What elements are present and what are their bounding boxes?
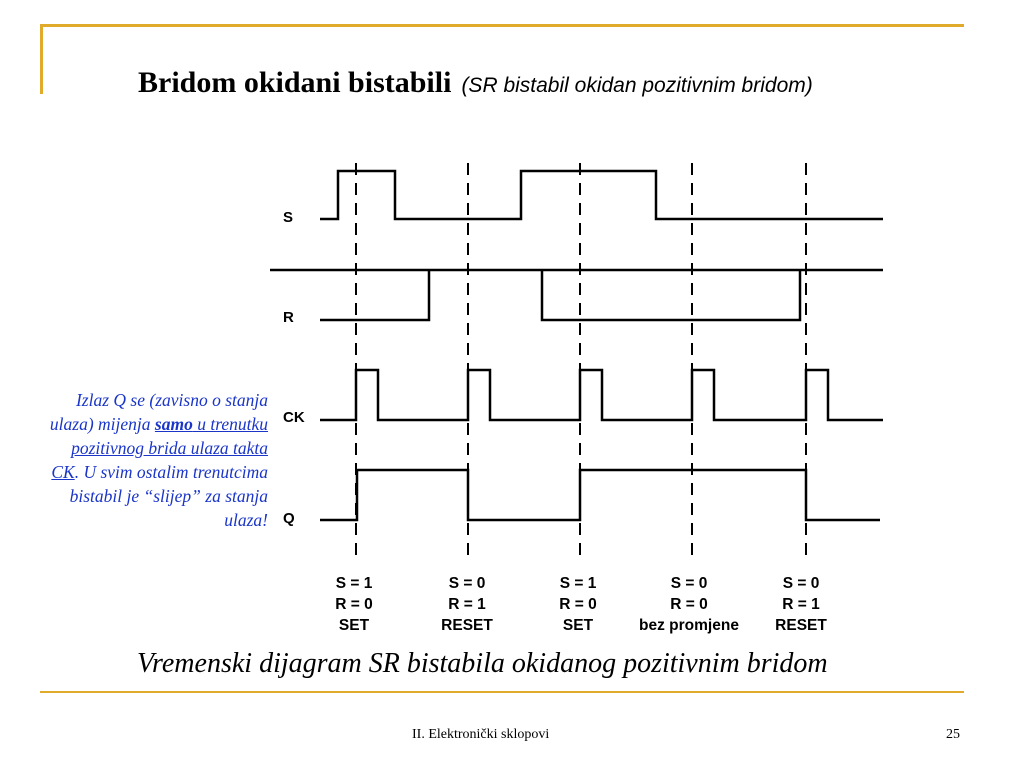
title-main: Bridom okidani bistabili — [138, 66, 452, 99]
state-annotation-2-line-3: RESET — [441, 617, 493, 634]
state-annotation-1-line-3: SET — [339, 617, 370, 634]
state-annotation-4-line-2: R = 0 — [670, 596, 707, 613]
state-annotation-2-line-1: S = 0 — [449, 575, 486, 592]
state-annotation-5-line-1: S = 0 — [783, 575, 820, 592]
side-note-part3: . U svim ostalim trenutcima bistabil je … — [69, 462, 268, 530]
state-annotation-3-line-3: SET — [563, 617, 594, 634]
state-annotation-1-line-2: R = 0 — [335, 596, 372, 613]
waveform-q — [320, 468, 880, 522]
signal-label-s: S — [283, 209, 293, 226]
side-note-emphasis: samo — [154, 414, 193, 434]
diagram-caption: Vremenski dijagram SR bistabila okidanog… — [137, 648, 828, 679]
state-annotation-2-line-2: R = 1 — [448, 596, 486, 613]
side-note-part1: Izlaz Q se (zavisno o stanja ulaza) mije… — [49, 390, 268, 434]
slide-title: Bridom okidani bistabili (SR bistabil oki… — [138, 66, 998, 100]
waveform-s — [320, 169, 883, 221]
title-subtitle: (SR bistabil okidan pozitivnim bridom) — [461, 74, 813, 97]
signal-label-ck: CK — [283, 409, 305, 426]
state-annotation-3-line-1: S = 1 — [560, 575, 597, 592]
state-annotation-4-line-1: S = 0 — [671, 575, 708, 592]
side-note-part2: u trenutku pozitivnog brida ulaza takta … — [51, 414, 268, 482]
state-annotation-5-line-2: R = 1 — [782, 596, 820, 613]
state-annotation-1-line-1: S = 1 — [336, 575, 373, 592]
state-annotation-4-line-3: bez promjene — [639, 617, 739, 634]
waveform-ck — [320, 368, 883, 422]
signal-label-r: R — [283, 309, 294, 326]
top-accent-line — [40, 24, 964, 27]
waveform-r — [270, 268, 883, 322]
left-accent-line — [40, 24, 43, 94]
state-annotation-3-line-2: R = 0 — [559, 596, 596, 613]
footer-text: II. Elektronički sklopovi — [412, 727, 550, 742]
signal-label-q: Q — [283, 510, 295, 527]
page-number: 25 — [946, 727, 960, 742]
side-note: Izlaz Q se (zavisno o stanja ulaza) mije… — [40, 388, 268, 532]
bottom-accent-line — [40, 691, 964, 693]
state-annotation-5-line-3: RESET — [775, 617, 827, 634]
